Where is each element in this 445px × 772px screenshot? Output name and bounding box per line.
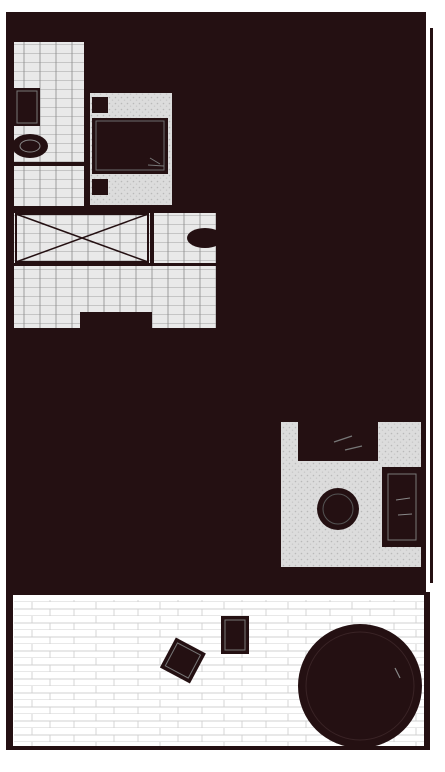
chair-icon [159,637,206,684]
toilet-icon [14,88,40,126]
laundry [187,228,223,248]
right-exterior-wall [430,28,433,583]
balcony [6,592,430,750]
sink-icon [12,134,48,158]
bed-icon [92,118,168,174]
bathroom [12,36,86,206]
nightstand-icon [92,97,108,195]
closet-icon [15,213,149,263]
round-lounge-icon [298,624,422,748]
round-table-icon [317,488,359,530]
sofa-icon [298,421,378,461]
entry-door [80,312,152,328]
washbasin-icon [187,228,223,248]
hallway [14,213,216,328]
living-room [281,421,422,567]
tv-cabinet-icon [382,467,422,547]
chair-icon [221,616,249,654]
bedroom [84,93,172,205]
